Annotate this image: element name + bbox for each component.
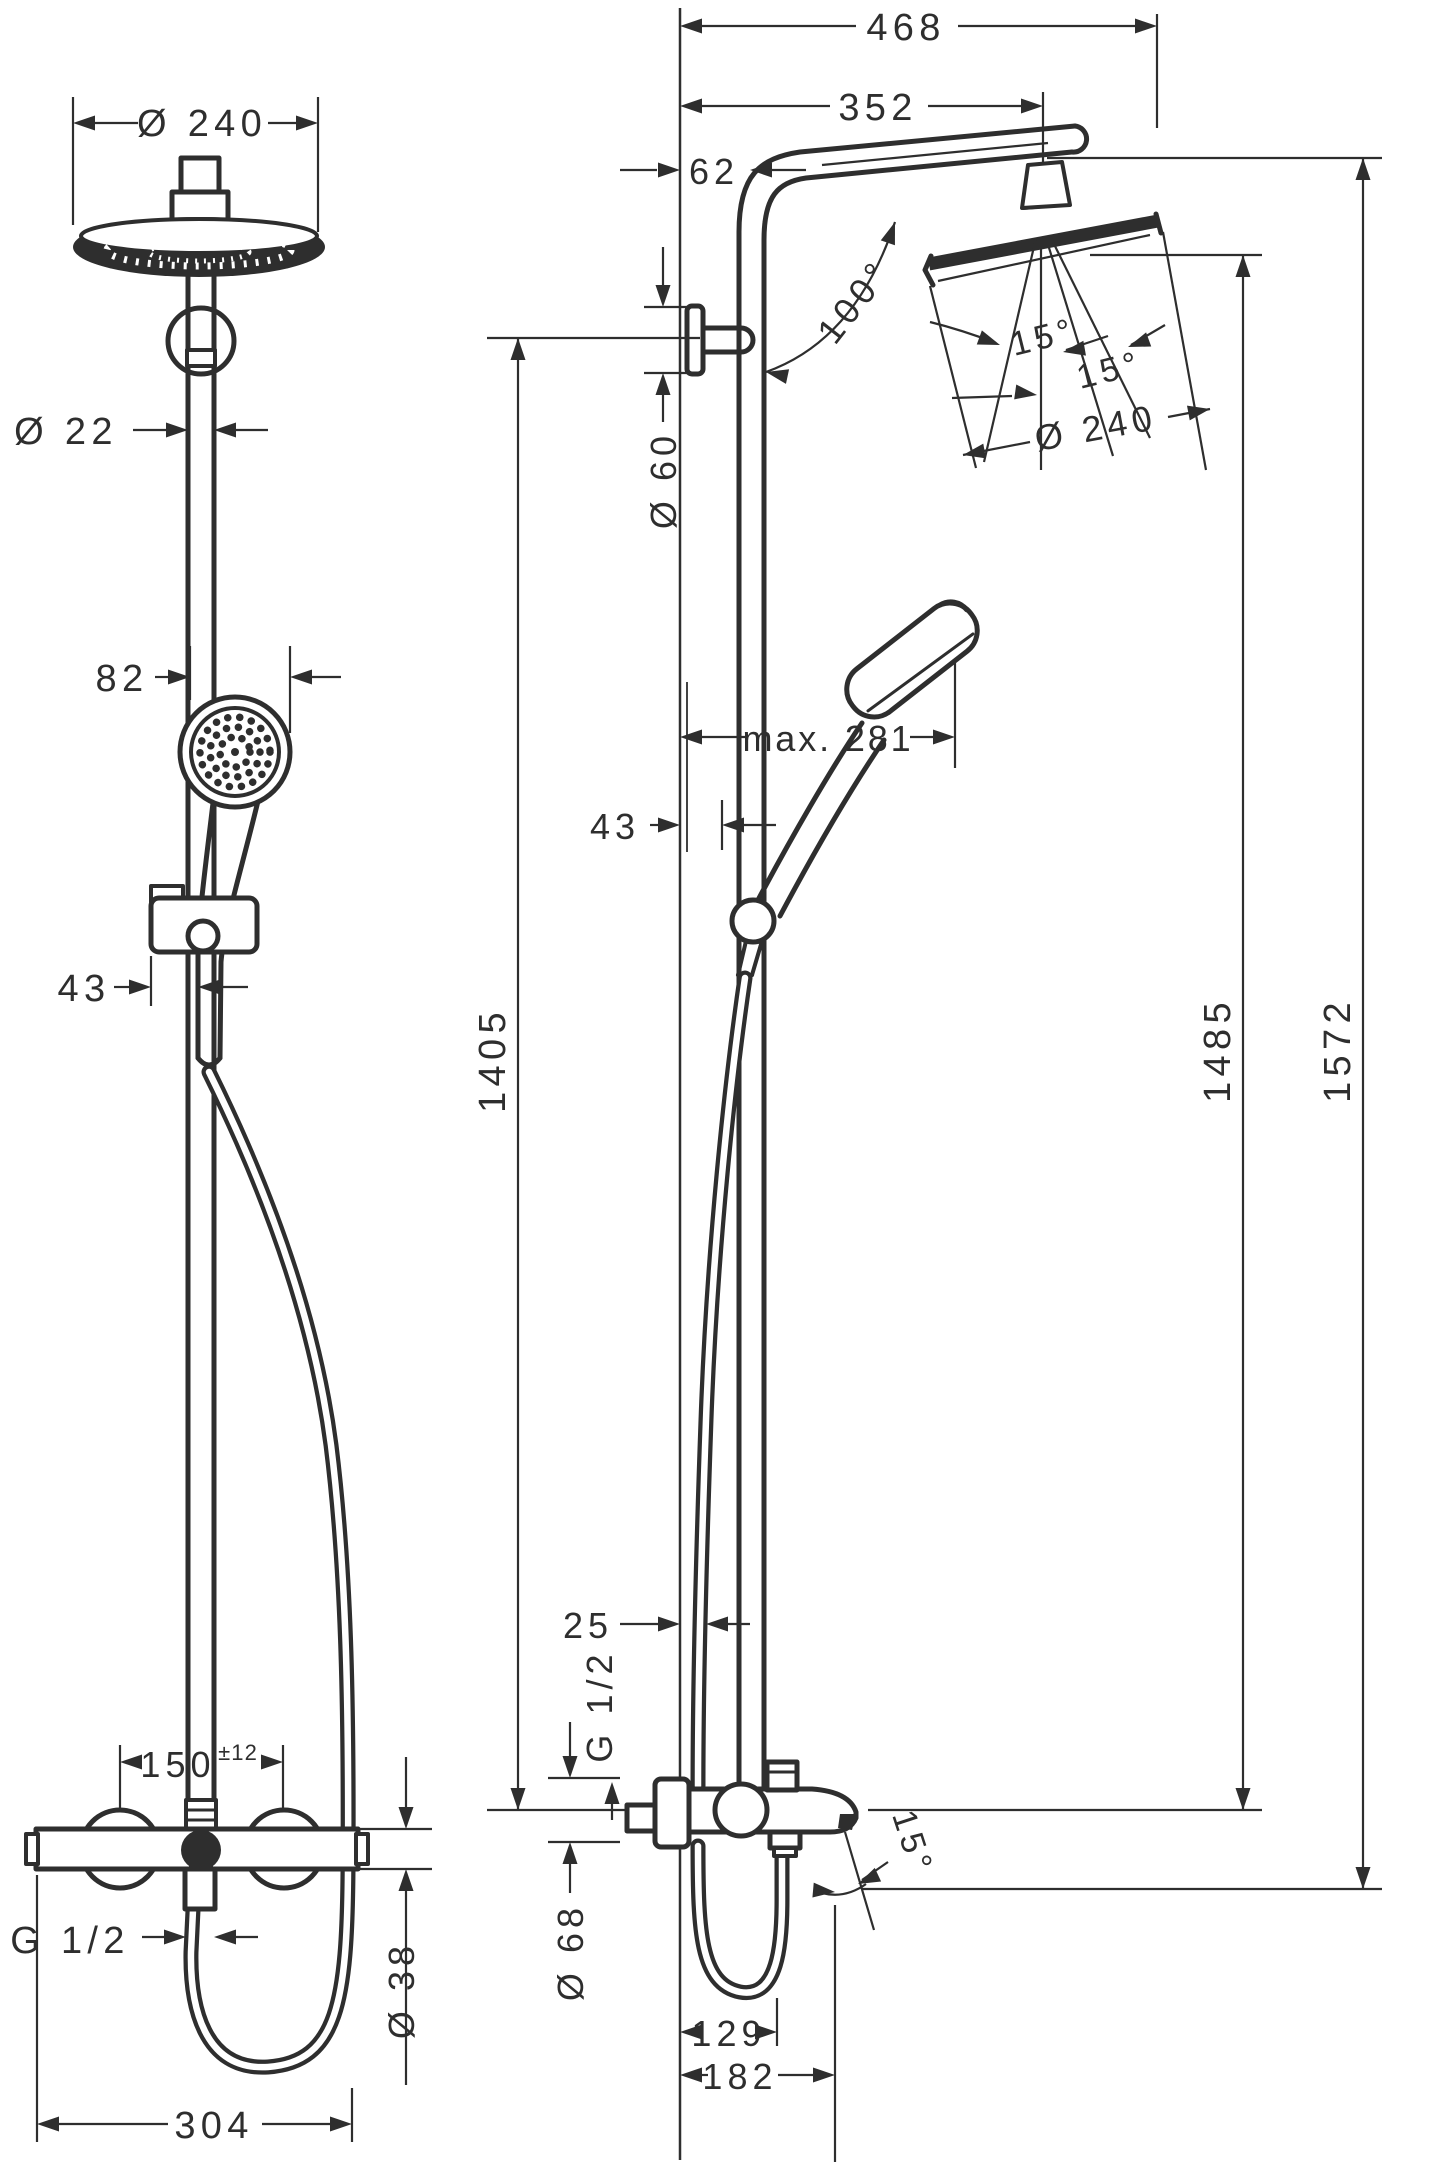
dim-side-reach-total: 468 xyxy=(680,7,1159,128)
overhead-shower-side xyxy=(922,160,1164,470)
valve-outlet-front xyxy=(182,1866,218,1912)
dim-label-reach-arm: 352 xyxy=(838,87,917,129)
dim-front-thread: G 1/2 xyxy=(10,1920,258,1962)
dim-label-holder-offset-side: 43 xyxy=(590,806,640,847)
dim-side-arm-angle: 100° xyxy=(764,219,903,384)
riser-pipe-side xyxy=(736,123,1090,1801)
dim-side-escutcheon-diameter: Ø 68 xyxy=(548,1840,620,2001)
dim-side-spout-reach-total: 182 xyxy=(680,2056,835,2097)
dim-side-wall-offset: 62 xyxy=(620,151,806,192)
shower-hose-front xyxy=(183,1064,356,2075)
riser-pipe-front xyxy=(165,272,237,1805)
wall-ring-front xyxy=(165,305,237,377)
dim-label-reach-total: 468 xyxy=(866,7,945,49)
mixer-knob xyxy=(712,1781,770,1839)
dim-side-thread: G 1/2 xyxy=(548,1649,620,1820)
dim-side-bracket-diameter: Ø 60 xyxy=(643,247,702,529)
hand-shower-side xyxy=(729,599,980,981)
dim-side-wall-hose-offset: 25 xyxy=(563,1605,750,1646)
dim-label-wall-offset: 62 xyxy=(689,151,739,192)
dim-front-valve-width: 304 xyxy=(35,1875,354,2147)
overhead-shower-front xyxy=(73,155,325,277)
bath-mixer-side xyxy=(624,1759,859,1858)
wall-bracket-side xyxy=(684,303,756,377)
dim-front-handshower-width: 82 xyxy=(96,646,341,733)
shower-hose-side xyxy=(690,970,790,2000)
dim-label-valve-diameter: Ø 38 xyxy=(381,1941,422,2039)
dim-label-height-total: 1572 xyxy=(1317,997,1359,1103)
spout-mouth xyxy=(838,1814,856,1830)
dim-side-spout-angle: 15° xyxy=(812,1805,941,2162)
dim-label-spout-reach-total: 182 xyxy=(702,2056,777,2097)
dim-label-holder-offset-front: 43 xyxy=(58,968,111,1010)
dim-front-head-diameter: Ø 240 xyxy=(71,97,320,232)
diverter-knob xyxy=(764,1759,800,1793)
dim-label-bracket-diameter: Ø 60 xyxy=(643,431,684,529)
dim-side-height-total: 1572 xyxy=(862,156,1382,1891)
dim-label-height-head-underside: 1485 xyxy=(1197,997,1239,1103)
dim-front-holder-offset: 43 xyxy=(58,956,248,1010)
thermostat-valve-front xyxy=(24,1798,370,1912)
front-view: Ø 240 Ø 22 82 xyxy=(10,97,432,2147)
dim-label-head-diameter-side: Ø 240 xyxy=(1031,396,1160,459)
dim-label-thread-front: G 1/2 xyxy=(10,1920,130,1962)
dim-label-head-diameter-front: Ø 240 xyxy=(137,103,267,145)
hand-shower-front xyxy=(177,694,293,1068)
dim-label-valve-width: 304 xyxy=(174,2105,253,2147)
dim-label-wall-hose-offset: 25 xyxy=(563,1605,613,1646)
dim-label-thread-side: G 1/2 xyxy=(579,1649,620,1762)
dim-label-spout-angle: 15° xyxy=(884,1805,940,1879)
dim-label-spout-reach-inner: 129 xyxy=(691,2013,766,2054)
dim-label-handle-spacing: 150 xyxy=(140,1744,215,1785)
dim-side-height-bracket: 1405 xyxy=(472,336,700,1812)
dim-front-pipe-diameter: Ø 22 xyxy=(14,411,268,453)
dim-side-head-tilt: 15° 15° xyxy=(929,311,1166,403)
dim-front-handle-spacing: 150 ±12 xyxy=(118,1740,285,1812)
dim-label-handshower-max: max. 281 xyxy=(742,718,913,759)
dim-side-holder-offset: 43 xyxy=(590,682,776,852)
dim-label-height-bracket: 1405 xyxy=(472,1007,514,1113)
dim-label-escutcheon-diameter: Ø 68 xyxy=(550,1903,591,2001)
side-view: 468 352 62 xyxy=(472,7,1382,2162)
slider-holder-front xyxy=(148,884,260,955)
dim-front-valve-diameter: Ø 38 xyxy=(360,1757,432,2085)
dim-label-pipe-diameter: Ø 22 xyxy=(14,411,118,453)
dim-label-handshower-width: 82 xyxy=(96,658,149,700)
dim-label-arm-angle: 100° xyxy=(809,251,900,351)
dim-side-spout-reach-inner: 129 xyxy=(680,1998,779,2054)
dim-label-handle-spacing-tol: ±12 xyxy=(218,1740,258,1765)
dim-side-height-head-underside: 1485 xyxy=(868,253,1262,1812)
